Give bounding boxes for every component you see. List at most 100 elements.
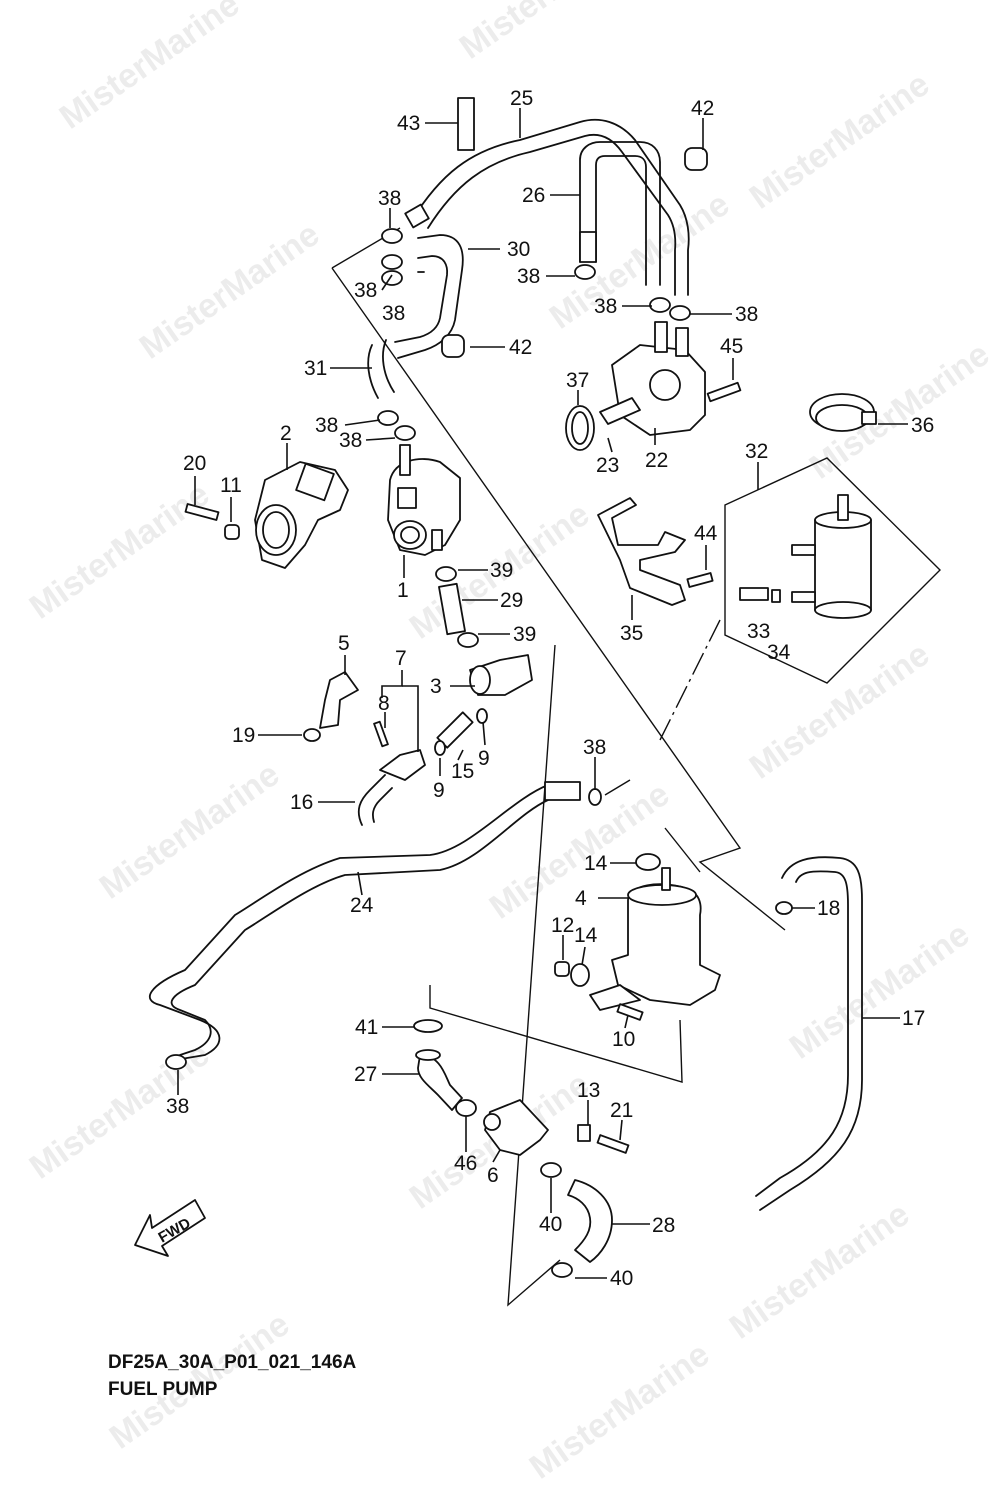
part-44 (686, 572, 714, 588)
hose-17 (755, 856, 863, 1211)
part-35 (597, 497, 686, 606)
part-4 (589, 867, 721, 1011)
part-41 (413, 1019, 443, 1033)
watermark: MisterMarine (723, 1195, 917, 1346)
callout-27: 27 (354, 1063, 377, 1086)
callout-11: 11 (220, 474, 242, 497)
callout-38: 38 (517, 265, 540, 288)
callout-39: 39 (490, 559, 513, 582)
callout-38: 38 (315, 414, 338, 437)
callout-14: 14 (574, 924, 598, 947)
hose-26 (579, 141, 661, 286)
part-20 (184, 503, 220, 521)
leader-lines (177, 108, 908, 1279)
part-46 (455, 1099, 477, 1117)
callout-4: 4 (575, 887, 587, 910)
part-40 (540, 1162, 573, 1278)
part-6 (483, 1099, 549, 1156)
hose-30 (394, 234, 464, 359)
callout-7: 7 (395, 647, 407, 670)
part-33 (739, 587, 769, 601)
part-1 (387, 444, 461, 556)
watermark-layer: MisterMarine MisterMarine MisterMarine M… (23, 0, 997, 1487)
part-38-clips (165, 228, 691, 1070)
callout-25: 25 (510, 87, 533, 110)
part-10 (616, 1003, 644, 1021)
callout-26: 26 (522, 184, 545, 207)
callout-23: 23 (596, 454, 619, 477)
watermark: MisterMarine (53, 0, 247, 137)
callout-38: 38 (339, 429, 362, 452)
hose-31 (367, 339, 395, 399)
part-5 (319, 671, 359, 729)
watermark: MisterMarine (523, 1335, 717, 1486)
callout-12: 12 (551, 914, 574, 937)
callout-20: 20 (183, 452, 206, 475)
callout-37: 37 (566, 369, 589, 392)
part-8 (373, 720, 389, 748)
callout-22: 22 (645, 449, 668, 472)
hose-24 (148, 781, 581, 1061)
callout-38: 38 (735, 303, 758, 326)
part-19 (303, 728, 321, 742)
callout-10: 10 (612, 1028, 635, 1051)
part-2 (254, 461, 349, 569)
part-23 (599, 397, 641, 425)
callout-44: 44 (694, 522, 718, 545)
callout-38: 38 (354, 279, 377, 302)
part-37 (565, 405, 595, 451)
callout-17: 17 (902, 1007, 925, 1030)
watermark: MisterMarine (453, 0, 647, 67)
part-34 (771, 589, 781, 603)
callout-36: 36 (911, 414, 934, 437)
callout-46: 46 (454, 1152, 477, 1175)
part-22 (611, 321, 706, 436)
callout-18: 18 (817, 897, 840, 920)
callout-13: 13 (577, 1079, 600, 1102)
callout-38: 38 (382, 302, 405, 325)
part-42 (441, 147, 708, 358)
hose-16 (357, 774, 393, 826)
callout-24: 24 (350, 894, 374, 917)
part-21 (596, 1134, 630, 1154)
callout-15: 15 (451, 760, 474, 783)
callout-35: 35 (620, 622, 643, 645)
part-29 (438, 582, 466, 636)
callout-40: 40 (539, 1213, 562, 1236)
callout-21: 21 (610, 1099, 633, 1122)
callout-labels: 1 2 3 4 5 6 7 8 9 9 10 11 12 13 14 14 15… (166, 87, 934, 1290)
part-13 (577, 1124, 591, 1142)
callout-9: 9 (478, 747, 490, 770)
fwd-arrow-icon: FWD (134, 1199, 206, 1257)
callout-41: 41 (355, 1016, 378, 1039)
part-7 (379, 749, 426, 781)
callout-45: 45 (720, 335, 743, 358)
watermark: MisterMarine (133, 215, 327, 366)
part-32 (791, 494, 872, 619)
callout-43: 43 (397, 112, 420, 135)
watermark: MisterMarine (783, 915, 977, 1066)
diagram-caption: DF25A_30A_P01_021_146A FUEL PUMP (108, 1352, 357, 1400)
diagram-code: DF25A_30A_P01_021_146A (108, 1352, 357, 1373)
callout-5: 5 (338, 632, 350, 655)
part-39 (435, 566, 479, 648)
part-9 (434, 708, 488, 756)
callout-16: 16 (290, 791, 313, 814)
callout-38: 38 (378, 187, 401, 210)
part-11 (224, 524, 240, 540)
callout-38: 38 (166, 1095, 189, 1118)
callout-31: 31 (304, 357, 327, 380)
part-14 (570, 853, 661, 987)
callout-14: 14 (584, 852, 608, 875)
part-3 (469, 654, 533, 696)
callout-9: 9 (433, 779, 445, 802)
callout-28: 28 (652, 1214, 675, 1237)
callout-32: 32 (745, 440, 768, 463)
callout-42: 42 (691, 97, 714, 120)
hose-27 (415, 1049, 463, 1111)
callout-29: 29 (500, 589, 523, 612)
callout-33: 33 (747, 620, 770, 643)
callout-34: 34 (767, 641, 791, 664)
hose-28 (567, 1179, 613, 1263)
